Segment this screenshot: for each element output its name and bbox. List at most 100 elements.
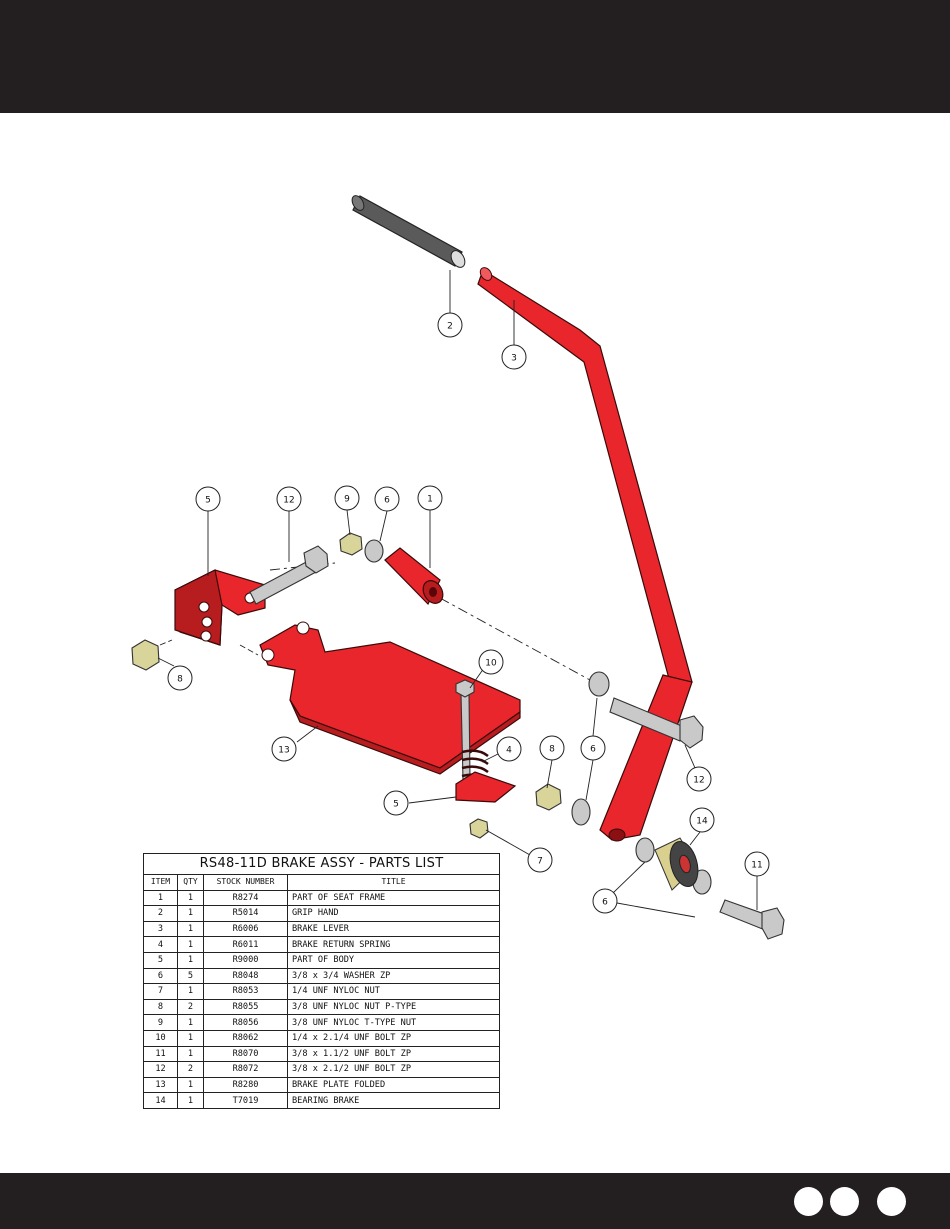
qty-cell: 1 <box>177 983 204 1000</box>
svg-text:13: 13 <box>278 746 289 756</box>
stock-cell: R8055 <box>203 998 288 1016</box>
svg-text:12: 12 <box>283 496 294 506</box>
svg-text:3: 3 <box>511 354 517 364</box>
parts-list-table: RS48-11D BRAKE ASSY - PARTS LIST ITEM QT… <box>143 853 500 1109</box>
qty-cell: 2 <box>177 1061 204 1078</box>
callout-8-left: 8 <box>167 665 193 691</box>
callout-13: 13 <box>271 736 297 762</box>
stock-cell: R8072 <box>203 1061 288 1078</box>
title-cell: BRAKE PLATE FOLDED <box>287 1076 500 1094</box>
svg-text:8: 8 <box>177 675 183 685</box>
callout-10: 10 <box>478 649 504 675</box>
qty-cell: 1 <box>177 1014 204 1031</box>
header-title: TITLE <box>287 874 500 891</box>
qty-cell: 1 <box>177 920 204 938</box>
footer-dot-3 <box>877 1187 906 1216</box>
svg-text:5: 5 <box>393 800 399 810</box>
leader-lines <box>157 270 758 918</box>
nylon-nut-part-right <box>535 783 562 811</box>
title-cell: BEARING BRAKE <box>287 1092 500 1109</box>
brake-lever-part <box>477 267 693 842</box>
callout-6-right: 6 <box>580 735 606 761</box>
spacer-part <box>384 547 444 606</box>
item-cell: 2 <box>143 905 178 922</box>
svg-text:8: 8 <box>549 745 555 755</box>
qty-cell: 1 <box>177 936 204 953</box>
title-cell: 1/4 x 2.1/4 UNF BOLT ZP <box>287 1029 500 1047</box>
qty-cell: 1 <box>177 951 204 969</box>
title-cell: PART OF BODY <box>287 951 500 969</box>
svg-text:1: 1 <box>427 495 433 505</box>
callout-11: 11 <box>744 851 770 877</box>
parts-list-header-row: ITEM QTY STOCK NUMBER TITLE <box>143 874 500 891</box>
callout-14: 14 <box>689 807 715 833</box>
nylon-nut-part-left <box>131 639 160 671</box>
stock-cell: R6011 <box>203 936 288 953</box>
stock-cell: R8070 <box>203 1045 288 1063</box>
item-cell: 11 <box>143 1045 178 1063</box>
title-cell: BRAKE LEVER <box>287 920 500 938</box>
qty-cell: 2 <box>177 998 204 1016</box>
alignment-line-bearing <box>439 597 591 681</box>
item-cell: 7 <box>143 983 178 1000</box>
callout-3: 3 <box>501 344 527 370</box>
header-band <box>0 0 950 113</box>
title-cell: 3/8 x 3/4 WASHER ZP <box>287 967 500 985</box>
bolt-part-bottom <box>719 899 785 940</box>
title-cell: 3/8 UNF NYLOC NUT P-TYPE <box>287 998 500 1016</box>
callout-2: 2 <box>437 312 463 338</box>
qty-cell: 1 <box>177 1029 204 1047</box>
qty-cell: 1 <box>177 905 204 922</box>
stock-cell: T7019 <box>203 1092 288 1109</box>
item-cell: 10 <box>143 1029 178 1047</box>
callout-5-lower: 5 <box>383 790 409 816</box>
item-cell: 14 <box>143 1092 178 1109</box>
callout-6-bearing: 6 <box>592 888 618 914</box>
svg-text:12: 12 <box>693 776 704 786</box>
stock-cell: R8048 <box>203 967 288 985</box>
header-item: ITEM <box>143 874 178 891</box>
title-cell: 1/4 UNF NYLOC NUT <box>287 983 500 1000</box>
item-cell: 1 <box>143 889 178 907</box>
footer-dot-2 <box>830 1187 859 1216</box>
bearing-part <box>654 837 699 891</box>
bolt-part-right <box>609 697 704 749</box>
svg-text:5: 5 <box>205 496 211 506</box>
svg-text:4: 4 <box>506 746 512 756</box>
washer-part-lower <box>571 798 591 826</box>
svg-text:11: 11 <box>751 861 762 871</box>
callout-5-upper: 5 <box>195 486 221 512</box>
item-cell: 9 <box>143 1014 178 1031</box>
footer-dot-1 <box>794 1187 823 1216</box>
callout-9: 9 <box>334 485 360 511</box>
item-cell: 8 <box>143 998 178 1016</box>
item-cell: 5 <box>143 951 178 969</box>
svg-text:9: 9 <box>344 495 350 505</box>
header-stock-number: STOCK NUMBER <box>203 874 288 891</box>
nylon-nut-part-small <box>469 818 489 839</box>
footer-band <box>0 1173 950 1229</box>
qty-cell: 1 <box>177 1045 204 1063</box>
callout-4: 4 <box>496 736 522 762</box>
callout-12-upper: 12 <box>276 486 302 512</box>
washer-part-upper <box>364 539 384 563</box>
item-cell: 12 <box>143 1061 178 1078</box>
qty-cell: 1 <box>177 1076 204 1094</box>
qty-cell: 5 <box>177 967 204 985</box>
stock-cell: R5014 <box>203 905 288 922</box>
callout-8-right: 8 <box>539 735 565 761</box>
stock-cell: R9000 <box>203 951 288 969</box>
svg-text:2: 2 <box>447 322 453 332</box>
title-cell: 3/8 x 1.1/2 UNF BOLT ZP <box>287 1045 500 1063</box>
t-type-nut-part <box>339 532 363 556</box>
